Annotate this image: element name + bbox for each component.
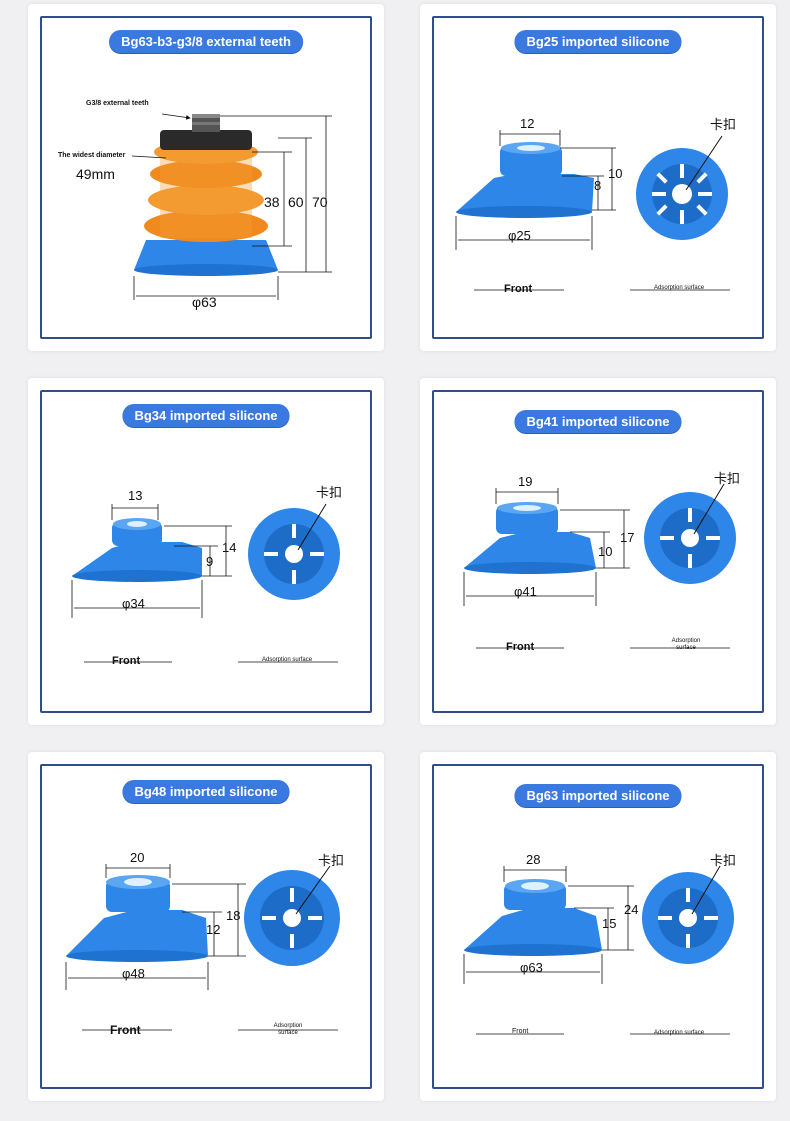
dim-top: 13 (128, 488, 143, 503)
panel-bg41: Bg41 imported silicone 19 10 17 φ41 卡扣 F… (420, 378, 776, 725)
surface-label: Adsorption surface (671, 638, 701, 651)
clip-label: 卡扣 (714, 471, 741, 486)
panel-title: Bg63-b3-g3/8 external teeth (109, 30, 303, 53)
dim-h3: 70 (312, 194, 328, 210)
bg63-thread-figure (131, 113, 332, 300)
panel-frame: Bg41 imported silicone 19 10 17 φ41 卡扣 F… (432, 390, 764, 713)
panel-bg48: Bg48 imported silicone 20 12 18 φ48 卡扣 F… (28, 752, 384, 1101)
surface-label: Adsorption surface (654, 1030, 705, 1036)
panel-bg34: Bg34 imported silicone 13 9 14 φ34 卡扣 Fr… (28, 378, 384, 725)
widest-value: 49mm (76, 166, 115, 182)
dim-top: 28 (526, 852, 541, 867)
thread-label: G3/8 external teeth (86, 100, 149, 107)
panel-bg25: Bg25 imported silicone 12 8 10 φ25 卡扣 Fr… (420, 4, 776, 351)
dim-h1: 15 (602, 916, 617, 931)
dim-h1: 9 (206, 554, 214, 569)
surface-label: Adsorption surface (654, 285, 705, 291)
dim-top: 19 (518, 474, 533, 489)
panel-frame: Bg63 imported silicone 28 15 24 φ63 卡扣 F… (432, 764, 764, 1089)
dim-diameter: φ63 (520, 960, 543, 975)
dim-diameter: φ34 (122, 596, 145, 611)
dim-h2: 17 (620, 530, 635, 545)
panel-frame: Bg63-b3-g3/8 external teeth G3/8 externa… (40, 16, 372, 339)
clip-label: 卡扣 (710, 117, 737, 132)
panel-title: Bg48 imported silicone (122, 780, 290, 803)
panel-frame: Bg48 imported silicone 20 12 18 φ48 卡扣 F… (40, 764, 372, 1089)
panel-title: Bg25 imported silicone (514, 30, 682, 53)
bg48-figure (65, 864, 340, 1031)
surface-label: Adsorption surface (262, 657, 313, 663)
panel-bg63-thread: Bg63-b3-g3/8 external teeth G3/8 externa… (28, 4, 384, 351)
bg41-figure (463, 483, 736, 649)
panel-bg63: Bg63 imported silicone 28 15 24 φ63 卡扣 F… (420, 752, 776, 1101)
dim-h2: 14 (222, 540, 237, 555)
bg25-figure (455, 130, 730, 291)
panel-frame: Bg34 imported silicone 13 9 14 φ34 卡扣 Fr… (40, 390, 372, 713)
panel-title: Bg34 imported silicone (122, 404, 290, 427)
dim-top: 20 (130, 850, 145, 865)
front-label: Front (112, 655, 141, 667)
dim-top: 12 (520, 116, 535, 131)
bg34-figure (71, 503, 340, 663)
clip-label: 卡扣 (316, 485, 343, 500)
panel-title: Bg63 imported silicone (514, 784, 682, 807)
dim-h1: 12 (206, 922, 221, 937)
dim-h2: 60 (288, 194, 304, 210)
front-label: Front (110, 1023, 141, 1037)
dim-h1: 38 (264, 194, 280, 210)
clip-label: 卡扣 (710, 853, 737, 868)
front-label: Front (512, 1028, 529, 1035)
dim-diameter: φ41 (514, 584, 537, 599)
dim-h1: 10 (598, 544, 613, 559)
bg63-figure (463, 865, 734, 1035)
dim-h2: 24 (624, 902, 639, 917)
front-label: Front (506, 641, 535, 653)
front-label: Front (504, 283, 533, 295)
dim-diameter: φ25 (508, 228, 531, 243)
panel-title: Bg41 imported silicone (514, 410, 682, 433)
dim-h2: 10 (608, 166, 623, 181)
clip-label: 卡扣 (318, 853, 345, 868)
panel-frame: Bg25 imported silicone 12 8 10 φ25 卡扣 Fr… (432, 16, 764, 339)
dim-diameter: φ63 (192, 294, 217, 310)
surface-label: Adsorption surface (273, 1023, 303, 1036)
dim-h2: 18 (226, 908, 241, 923)
widest-label: The widest diameter (58, 152, 126, 159)
dim-h1: 8 (594, 178, 602, 193)
dim-diameter: φ48 (122, 966, 145, 981)
